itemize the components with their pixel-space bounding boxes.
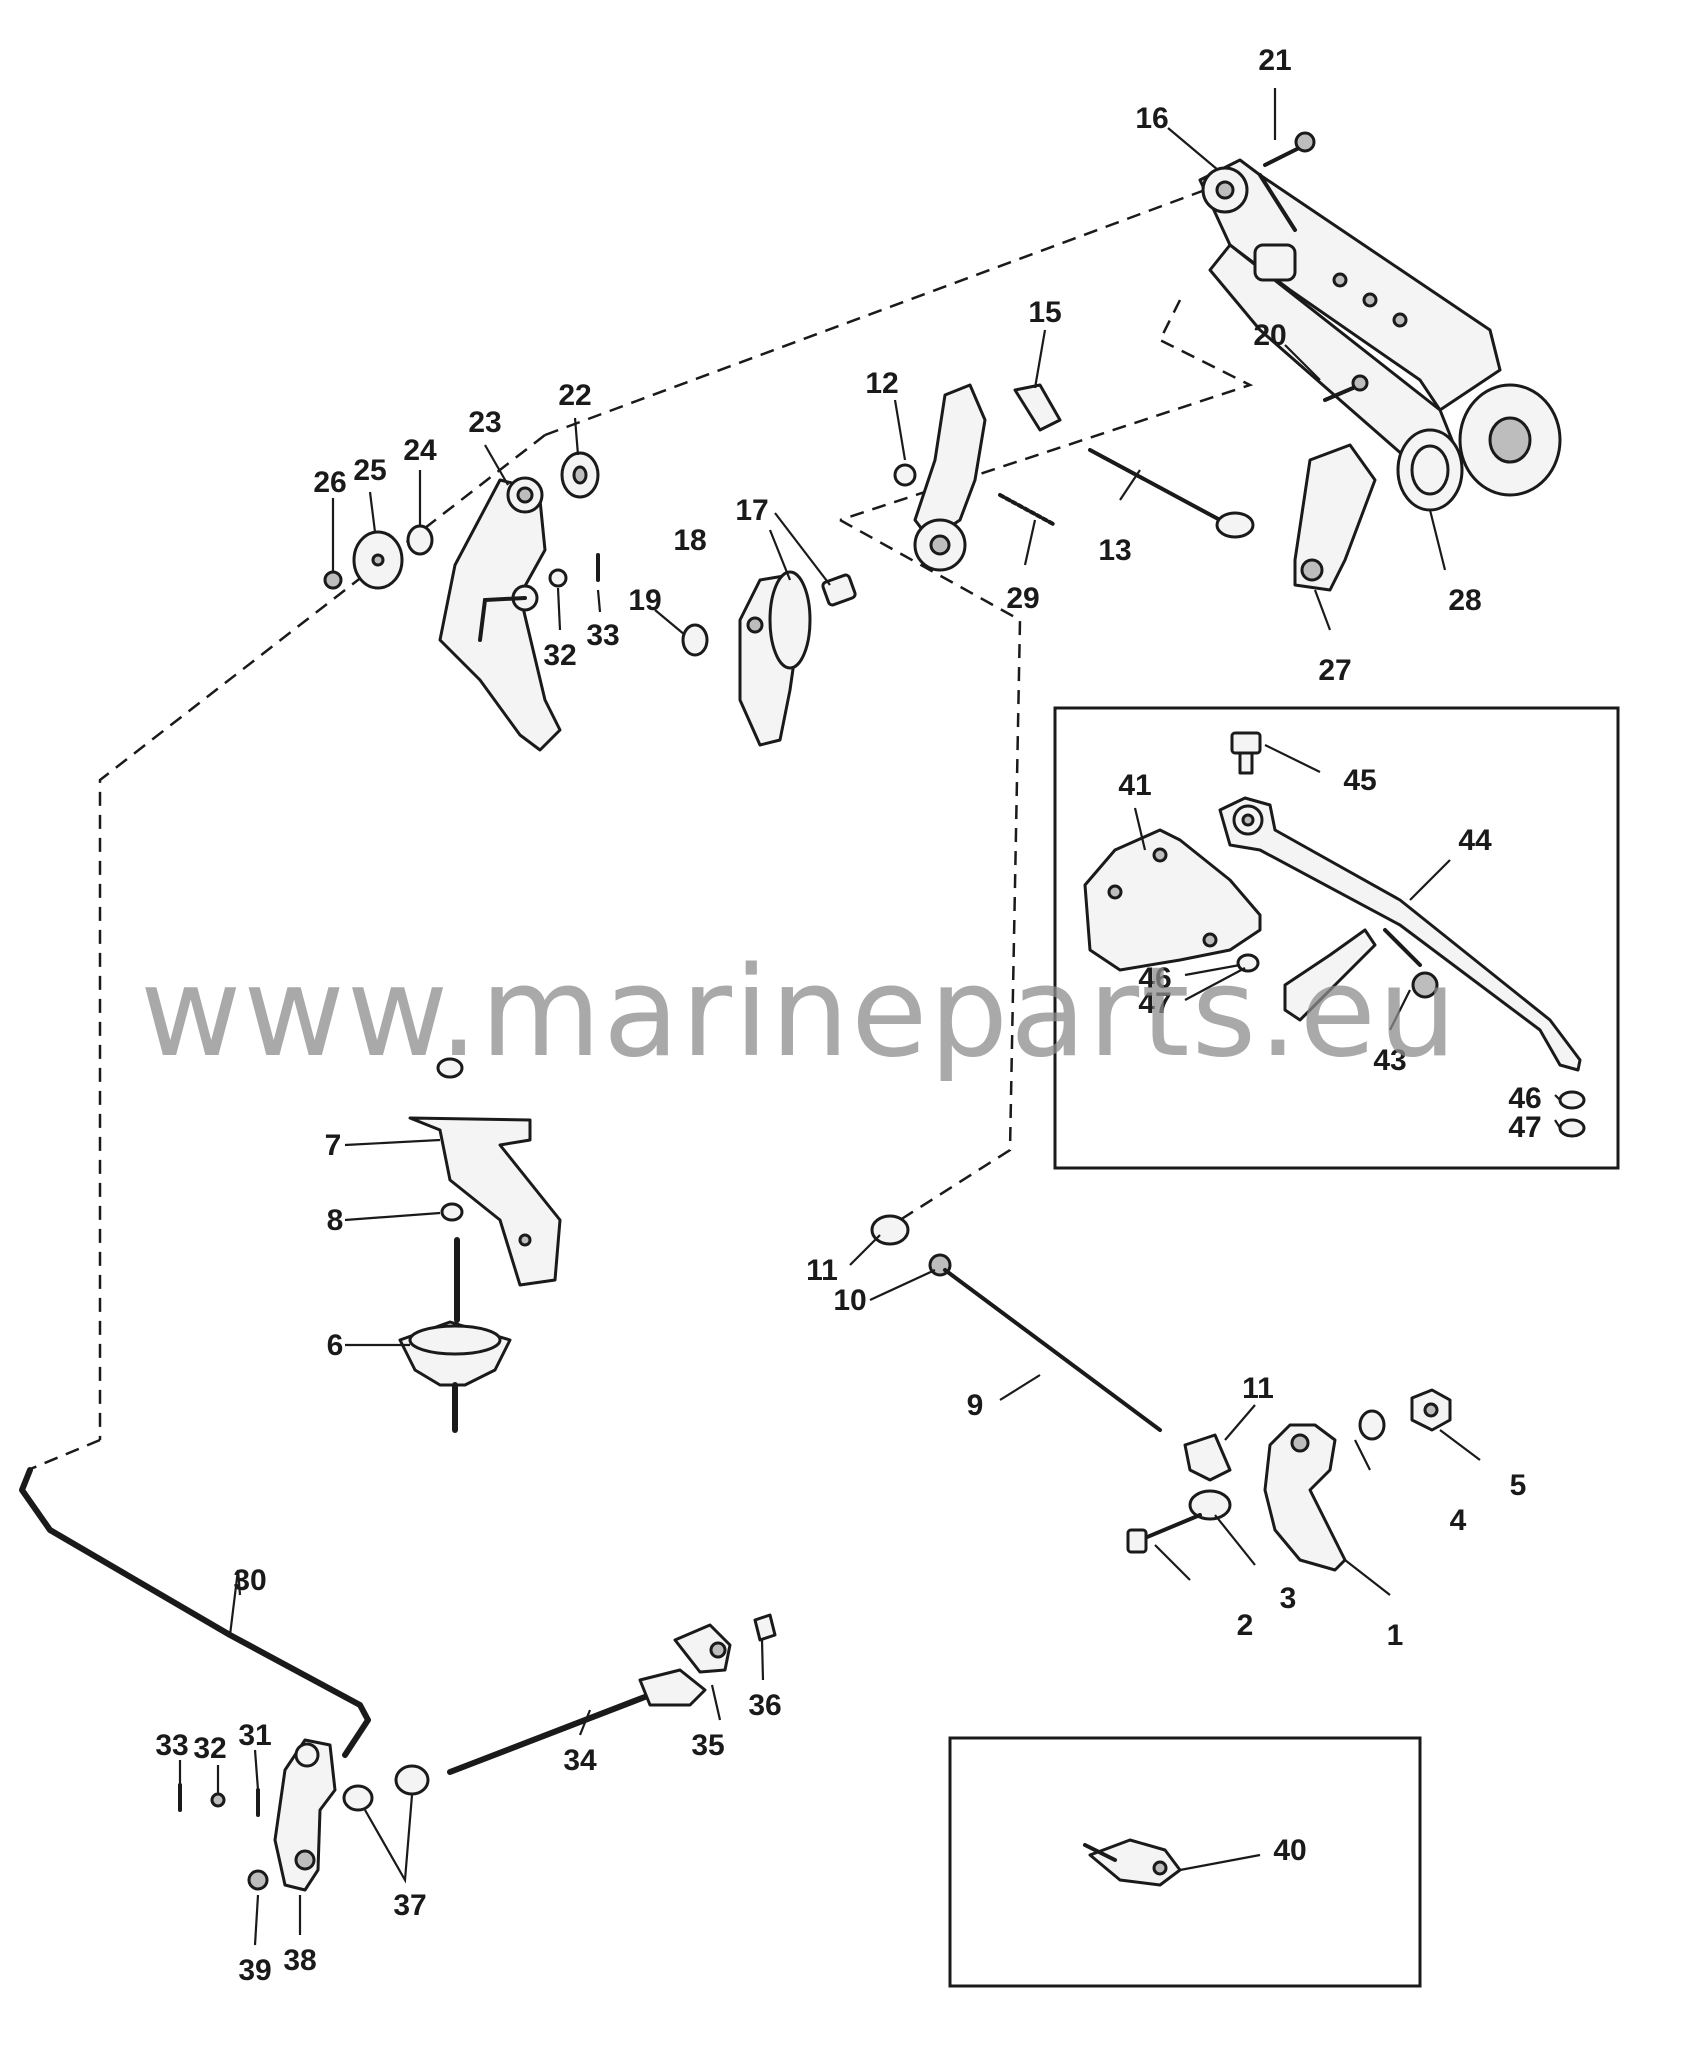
callout-5: 5 <box>1510 1469 1527 1502</box>
callout-40: 40 <box>1273 1834 1306 1867</box>
callout-39: 39 <box>238 1954 271 1987</box>
callout-44: 44 <box>1458 824 1492 857</box>
callout-33-lower: 33 <box>155 1729 188 1762</box>
callout-7: 7 <box>325 1129 342 1162</box>
callout-34: 34 <box>563 1744 597 1777</box>
callout-11-lower: 11 <box>1242 1372 1274 1405</box>
callout-6: 6 <box>327 1329 344 1362</box>
callout-8: 8 <box>327 1204 344 1237</box>
link-rod-and-plate-assembly <box>870 1214 1452 1572</box>
callout-41: 41 <box>1118 769 1151 802</box>
callout-2: 2 <box>1237 1609 1254 1642</box>
callout-47-right: 47 <box>1508 1111 1541 1144</box>
callout-36: 36 <box>748 1689 781 1722</box>
callout-29: 29 <box>1006 582 1039 615</box>
callout-labels: 1 2 3 4 5 6 7 8 9 10 11 11 12 13 15 16 1… <box>155 44 1541 1987</box>
callout-3: 3 <box>1280 1582 1297 1615</box>
assembly-dashed-lines <box>27 188 1254 1472</box>
callout-27: 27 <box>1318 654 1351 687</box>
callout-32-upper: 32 <box>543 639 576 672</box>
callout-33-upper: 33 <box>586 619 619 652</box>
callout-1: 1 <box>1387 1619 1404 1652</box>
callout-37: 37 <box>393 1889 426 1922</box>
callout-46-right: 46 <box>1508 1082 1541 1115</box>
callout-13: 13 <box>1098 534 1131 567</box>
inset-detail-box <box>1053 706 1620 1170</box>
callout-32-lower: 32 <box>193 1732 226 1765</box>
callout-31: 31 <box>238 1719 271 1752</box>
callout-47-left: 47 <box>1138 987 1171 1020</box>
callout-18: 18 <box>673 524 706 557</box>
inset-detail-box-bottom <box>948 1736 1422 1988</box>
callout-46-left: 46 <box>1138 962 1171 995</box>
callout-22: 22 <box>558 379 591 412</box>
spring-bracket-assembly <box>398 1057 562 1433</box>
callout-11-upper: 11 <box>806 1254 838 1287</box>
callout-26: 26 <box>313 466 346 499</box>
callout-19: 19 <box>628 584 661 617</box>
callout-43: 43 <box>1373 1044 1406 1077</box>
callout-24: 24 <box>403 434 437 467</box>
callout-23: 23 <box>468 406 501 439</box>
shift-linkage-assembly <box>19 1467 777 1892</box>
callout-4: 4 <box>1450 1504 1467 1537</box>
callout-28: 28 <box>1448 584 1481 617</box>
callout-25: 25 <box>353 454 386 487</box>
callout-17: 17 <box>735 494 768 527</box>
callout-30: 30 <box>233 1564 266 1597</box>
callout-10: 10 <box>833 1284 866 1317</box>
callout-21: 21 <box>1258 44 1291 77</box>
callout-12: 12 <box>865 367 898 400</box>
callout-45: 45 <box>1343 764 1376 797</box>
throttle-cam-assembly <box>681 383 1255 747</box>
callout-38: 38 <box>283 1944 316 1977</box>
callout-9: 9 <box>967 1389 984 1422</box>
leader-lines <box>178 88 1561 1946</box>
watermark-text: www.marineparts.eu <box>140 941 1459 1085</box>
throttle-lever-assembly <box>323 451 600 752</box>
callout-15: 15 <box>1028 296 1061 329</box>
bracket-assembly <box>1198 131 1562 592</box>
callout-20: 20 <box>1253 319 1286 352</box>
callout-16: 16 <box>1135 102 1168 135</box>
callout-35: 35 <box>691 1729 724 1762</box>
